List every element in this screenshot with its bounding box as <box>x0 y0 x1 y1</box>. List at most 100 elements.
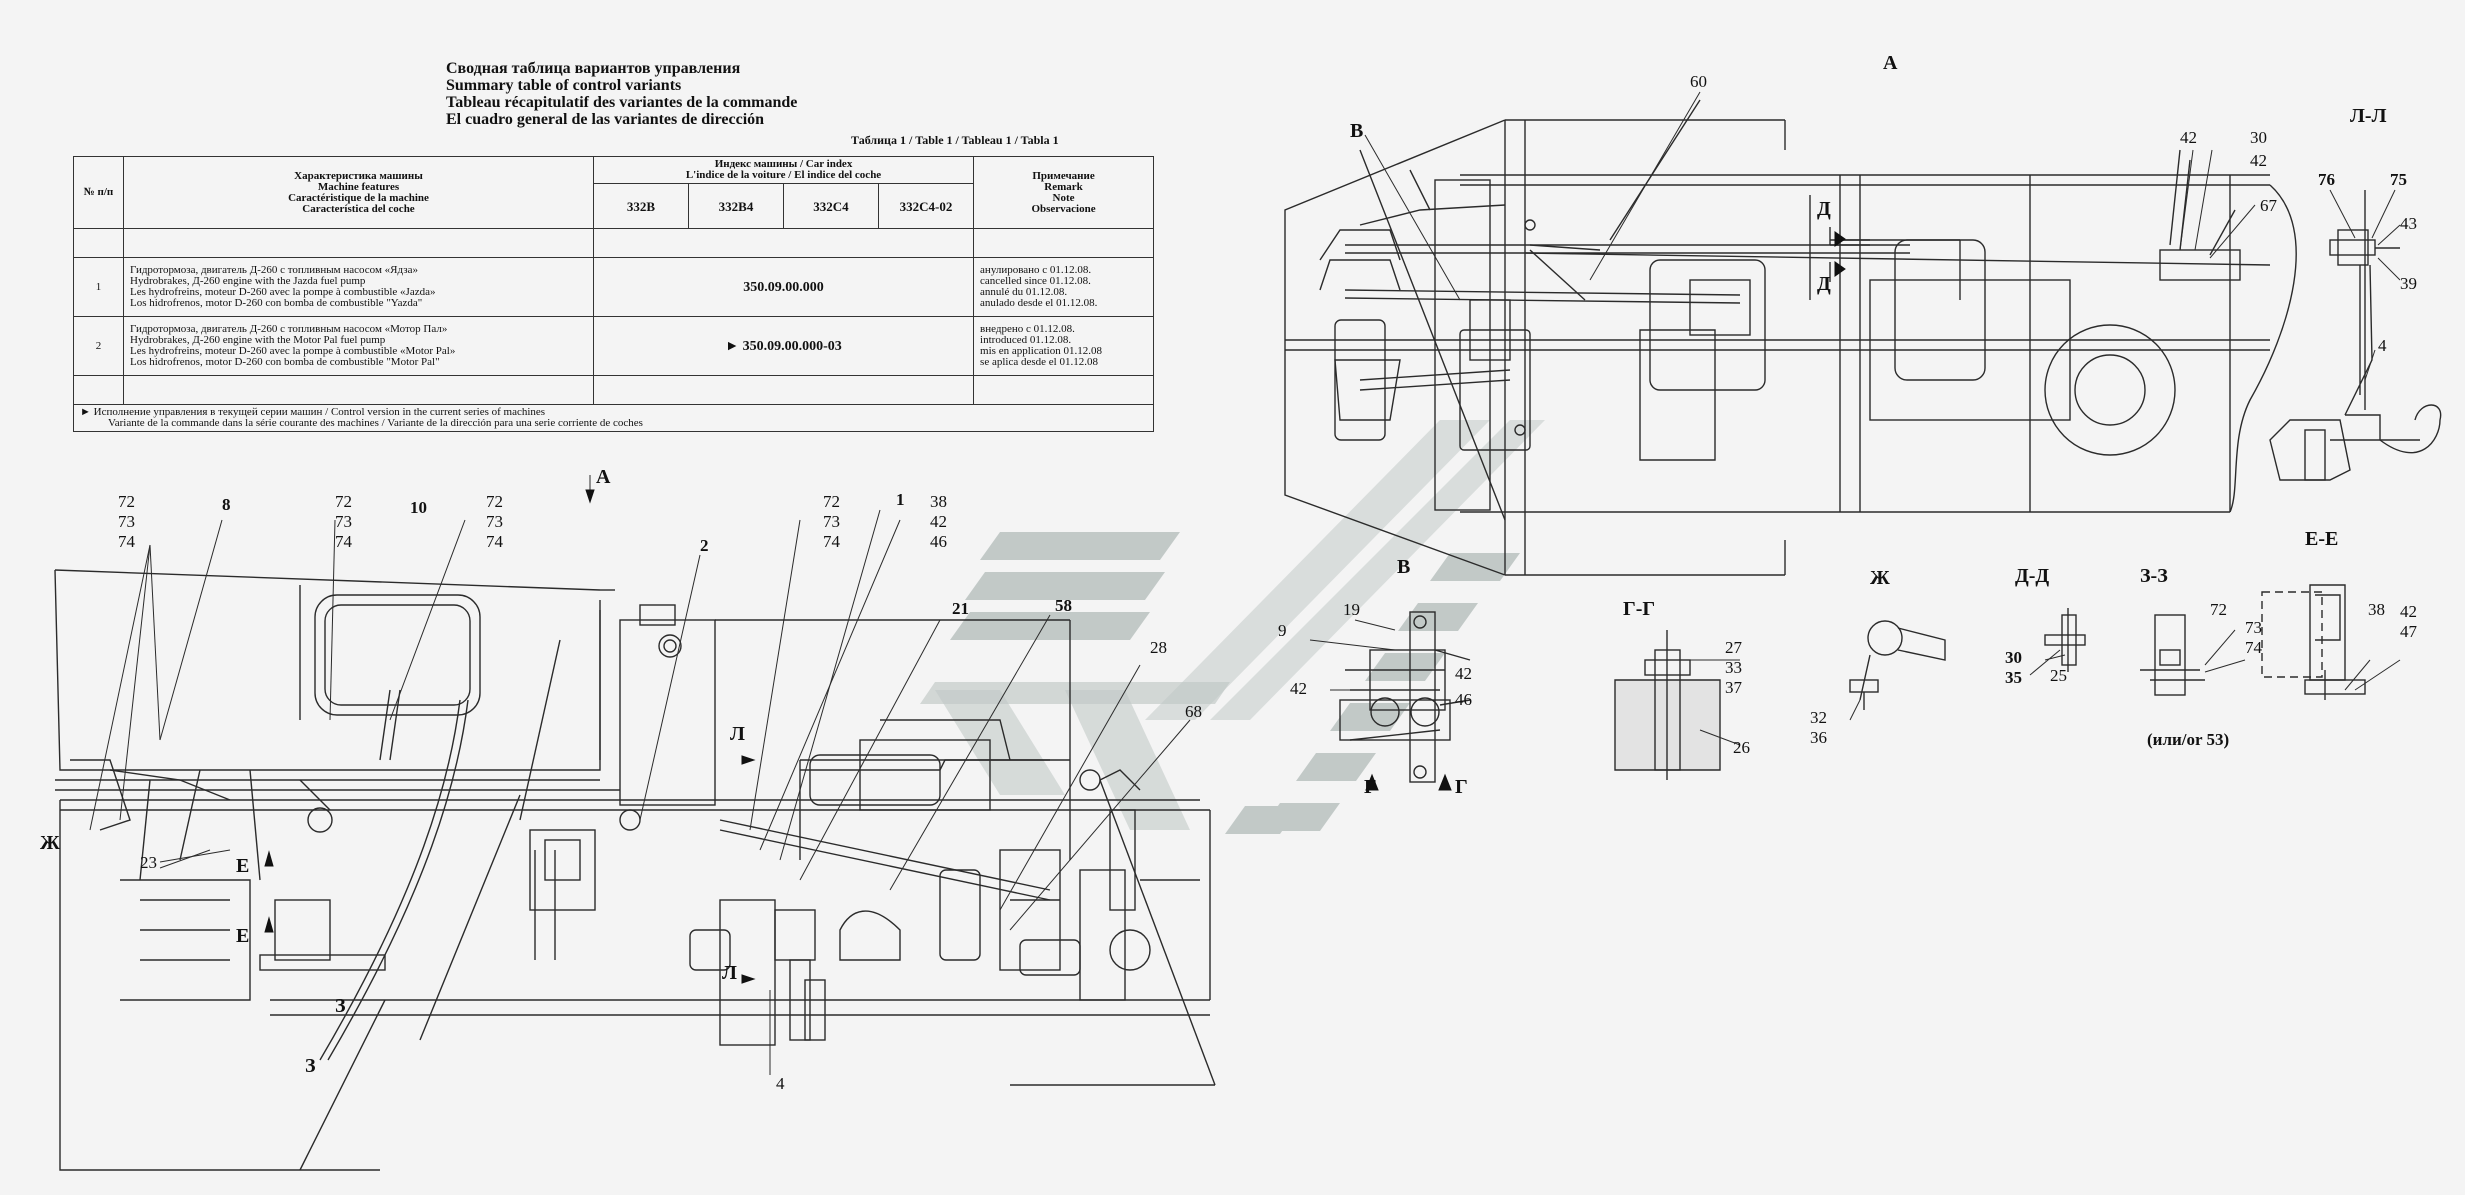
view-b-title: В <box>1397 556 1411 578</box>
callout-39: 39 <box>2400 274 2417 293</box>
callout-72: 72 <box>2210 600 2227 619</box>
view-a-marker: А <box>596 466 611 488</box>
callout-38: 38 <box>2368 600 2385 619</box>
row-feature-fr: Les hydrofreins, moteur D-260 avec la po… <box>130 286 436 298</box>
callout-32: 32 <box>1810 708 1827 727</box>
top-view-leaders <box>1364 91 2401 381</box>
callout-10: 10 <box>410 498 427 517</box>
table-note-2: Variante de la commande dans la série co… <box>108 417 643 429</box>
row-features: Гидротормоза, двигатель Д-260 с топливны… <box>123 257 594 317</box>
table-spacer-row <box>73 375 1155 405</box>
callout-stack-72-73-74: 72 73 74 <box>486 492 503 552</box>
row-remark-fr: annulé du 01.12.08. <box>980 286 1068 298</box>
callout-73: 73 <box>823 512 840 531</box>
callout-38: 38 <box>930 492 947 511</box>
header-index-1: Индекс машины / Car index <box>714 158 853 170</box>
section-dd-drawing <box>2029 608 2086 676</box>
section-gg-drawing <box>1614 630 1741 780</box>
callout-47: 47 <box>2400 622 2417 641</box>
heading-es: El cuadro general de las variantes de di… <box>446 111 765 128</box>
heading-en: Summary table of control variants <box>446 77 682 94</box>
row-feature-ru: Гидротормоза, двигатель Д-260 с топливны… <box>130 264 418 276</box>
callout-73: 73 <box>486 512 503 531</box>
callout-42: 42 <box>1290 679 1307 698</box>
section-z-marker-lower: З <box>305 1055 316 1077</box>
callout-74: 74 <box>118 532 135 551</box>
callout-stack-72-73-74: 72 73 74 <box>823 492 840 552</box>
row-feature-es: Los hidrofrenos, motor D-260 con bomba d… <box>130 297 423 309</box>
callout-58: 58 <box>1055 596 1072 615</box>
callout-72: 72 <box>486 492 503 511</box>
model-332s4-02: 332С4-02 <box>877 183 975 229</box>
callout-25: 25 <box>2050 666 2067 685</box>
row-feature-en: Hydrobrakes, Д-260 engine with the Motor… <box>130 334 386 346</box>
header-remark-fr: Note <box>1052 191 1075 204</box>
section-l-marker-lower: Л <box>722 962 737 984</box>
view-b-marker: В <box>1350 120 1364 142</box>
heading-ru: Сводная таблица вариантов управления <box>446 60 741 77</box>
header-features-es: Característica del coche <box>302 202 415 215</box>
row-feature-en: Hydrobrakes, Д-260 engine with the Jazda… <box>130 275 366 287</box>
callout-74: 74 <box>823 532 840 551</box>
callout-74: 74 <box>335 532 352 551</box>
callout-9: 9 <box>1278 621 1287 640</box>
callout-46: 46 <box>1455 690 1472 709</box>
callout-stack-30-35: 30 35 <box>2005 648 2022 688</box>
callout-stack-72-73-74: 72 73 74 <box>335 492 352 552</box>
callout-72: 72 <box>335 492 352 511</box>
section-gg-title: Г-Г <box>1623 598 1656 620</box>
section-zz-drawing <box>2140 591 2323 696</box>
table-spacer-row <box>73 228 1155 258</box>
callout-74: 74 <box>2245 638 2262 657</box>
row-remark-ru: анулировано с 01.12.08. <box>980 264 1092 276</box>
row-index: ► 350.09.00.000-03 <box>592 316 975 376</box>
callout-35: 35 <box>2005 668 2022 687</box>
callout-27: 27 <box>1725 638 1742 657</box>
header-features-fr: Caractéristique de la machine <box>288 191 429 204</box>
row-remark-ru: внедрено с 01.12.08. <box>980 323 1075 335</box>
section-g-marker-right: Г <box>1455 776 1468 798</box>
callout-2: 2 <box>700 536 709 555</box>
callout-1: 1 <box>896 490 905 509</box>
callout-21: 21 <box>952 599 969 618</box>
callout-28: 28 <box>1150 638 1167 657</box>
header-no: № п/п <box>73 156 124 229</box>
row-remark-fr: mis en application 01.12.08 <box>980 345 1102 357</box>
table-number: Таблица 1 / Table 1 / Tableau 1 / Tabla … <box>851 133 1059 147</box>
callout-8: 8 <box>222 495 231 514</box>
callout-73: 73 <box>2245 618 2262 637</box>
callout-30: 30 <box>2005 648 2022 667</box>
header-features-ru: Характеристика машины <box>294 169 423 182</box>
callout-42: 42 <box>2400 602 2417 621</box>
callout-60: 60 <box>1690 72 1707 91</box>
callout-72: 72 <box>118 492 135 511</box>
section-ee-drawing <box>2304 584 2401 700</box>
section-e-marker-upper: Е <box>236 855 250 877</box>
table-row: 1 Гидротормоза, двигатель Д-260 с топлив… <box>73 257 1155 317</box>
callout-33: 33 <box>1725 658 1742 677</box>
view-zh-title: Ж <box>1870 567 1890 589</box>
callout-stack-32-36: 32 36 <box>1810 708 1827 748</box>
model-332s4: 332С4 <box>783 183 879 229</box>
callout-42: 42 <box>2250 151 2267 170</box>
callout-72: 72 <box>823 492 840 511</box>
view-a-title: А <box>1883 52 1898 74</box>
row-remark-en: introduced 01.12.08. <box>980 334 1072 346</box>
row-remark-en: cancelled since 01.12.08. <box>980 275 1091 287</box>
callout-stack-42-47: 42 47 <box>2400 602 2417 642</box>
table-heading: Сводная таблица вариантов управления Sum… <box>446 60 797 128</box>
header-index: Индекс машины / Car index L'indice de la… <box>592 156 975 184</box>
section-dd-title: Д-Д <box>2015 565 2050 587</box>
side-view-leaders <box>89 475 1191 1075</box>
header-features-en: Machine features <box>317 180 400 193</box>
row-feature-ru: Гидротормоза, двигатель Д-260 с топливны… <box>130 323 448 335</box>
row-remark-es: anulado desde el 01.12.08. <box>980 297 1098 309</box>
header-remark-ru: Примечание <box>1032 169 1095 182</box>
callout-74: 74 <box>486 532 503 551</box>
callout-or-53: (или/or 53) <box>2147 730 2230 749</box>
row-feature-fr: Les hydrofreins, moteur D-260 avec la po… <box>130 345 456 357</box>
heading-fr: Tableau récapitulatif des variantes de l… <box>446 94 798 111</box>
side-view-drawing <box>54 569 1216 1171</box>
header-index-2: L'indice de la voiture / El indice del c… <box>685 169 882 181</box>
callout-42: 42 <box>1455 664 1472 683</box>
